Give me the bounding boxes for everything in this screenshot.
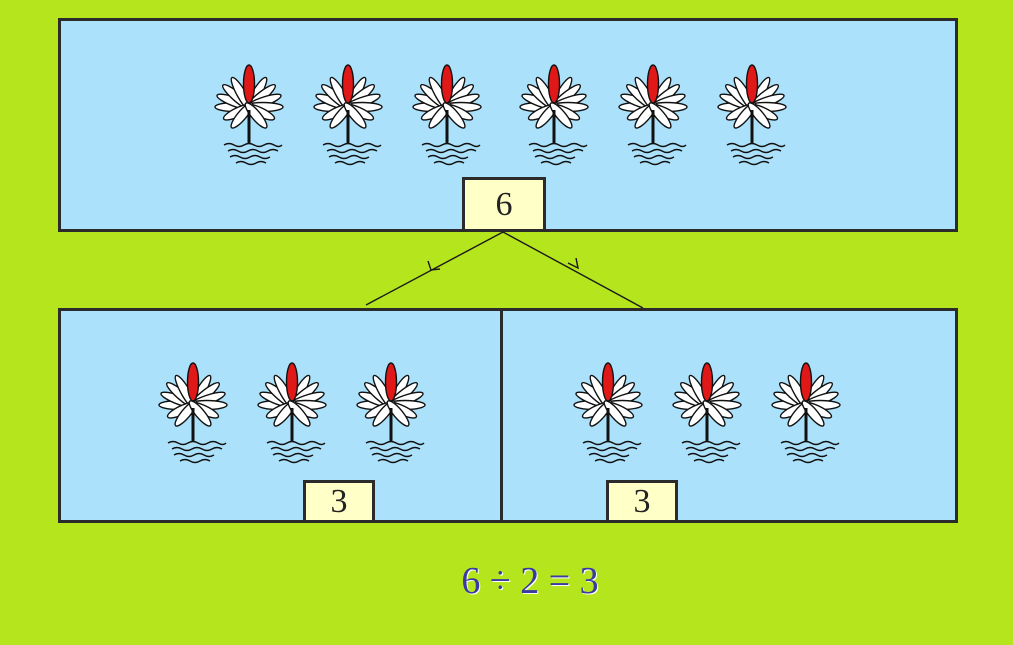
right-group-count-label: 3 — [633, 482, 651, 520]
division-equation: 6 ÷ 2 = 3 — [461, 560, 599, 602]
water-lily-icon — [671, 361, 743, 464]
right-group-count-box: 3 — [606, 480, 678, 523]
water-lily-icon — [411, 63, 483, 166]
water-lily-icon — [518, 63, 590, 166]
water-lily-icon — [157, 361, 229, 464]
water-lily-icon — [572, 361, 644, 464]
left-group-count-box: 3 — [303, 480, 375, 523]
water-lily-icon — [716, 63, 788, 166]
water-lily-icon — [312, 63, 384, 166]
water-lily-icon — [213, 63, 285, 166]
water-lily-icon — [256, 361, 328, 464]
water-lily-icon — [355, 361, 427, 464]
group-divider — [500, 310, 503, 522]
water-lily-icon — [770, 361, 842, 464]
total-count-box: 6 — [462, 177, 546, 232]
water-lily-icon — [617, 63, 689, 166]
total-count-label: 6 — [495, 185, 513, 223]
left-group-count-label: 3 — [330, 482, 348, 520]
